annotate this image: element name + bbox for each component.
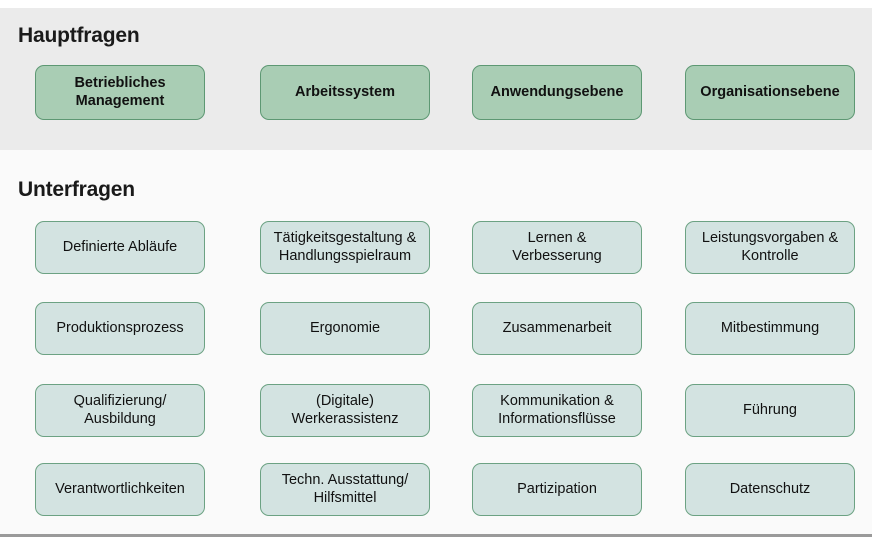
hauptfrage-label: Arbeitssystem (295, 83, 395, 100)
hauptfrage-label: Betriebliches Management (74, 75, 166, 109)
unterfrage-label: Definierte Abläufe (62, 238, 178, 255)
hauptfrage-box-arbeitssystem[interactable]: Arbeitssystem (260, 65, 430, 120)
unterfrage-box-r1c2[interactable]: Tätigkeitsgestaltung & Handlungsspielrau… (260, 221, 430, 274)
unterfrage-label: Produktionsprozess (56, 319, 184, 336)
unterfrage-label: Qualifizierung/ Ausbildung (73, 393, 167, 427)
unterfrage-box-r2c3[interactable]: Zusammenarbeit (472, 302, 642, 355)
unterfrage-box-r3c1[interactable]: Qualifizierung/ Ausbildung (35, 384, 205, 437)
unterfrage-label: Techn. Ausstattung/ Hilfsmittel (281, 472, 409, 506)
hauptfrage-box-anwendungsebene[interactable]: Anwendungsebene (472, 65, 642, 120)
hauptfrage-box-betriebliches-management[interactable]: Betriebliches Management (35, 65, 205, 120)
unterfrage-label: Ergonomie (309, 319, 381, 336)
unterfrage-label: Leistungsvorgaben & Kontrolle (701, 230, 839, 264)
unterfrage-box-r2c4[interactable]: Mitbestimmung (685, 302, 855, 355)
unterfrage-label: Lernen & Verbesserung (512, 230, 602, 264)
unterfrage-label: Mitbestimmung (720, 319, 820, 336)
hauptfrage-label: Organisationsebene (700, 83, 840, 100)
unterfrage-box-r3c2[interactable]: (Digitale) Werkerassistenz (260, 384, 430, 437)
unterfrage-box-r4c3[interactable]: Partizipation (472, 463, 642, 516)
unterfrage-label: Zusammenarbeit (502, 319, 612, 336)
unterfrage-box-r4c1[interactable]: Verantwortlichkeiten (35, 463, 205, 516)
hauptfragen-title: Hauptfragen (18, 24, 140, 47)
unterfrage-box-r3c3[interactable]: Kommunikation & Informationsflüsse (472, 384, 642, 437)
unterfrage-label: Partizipation (517, 480, 597, 497)
unterfrage-label: Führung (742, 401, 797, 418)
unterfrage-box-r1c4[interactable]: Leistungsvorgaben & Kontrolle (685, 221, 855, 274)
unterfrage-label: (Digitale) Werkerassistenz (291, 393, 399, 427)
unterfrage-box-r3c4[interactable]: Führung (685, 384, 855, 437)
unterfrage-box-r1c1[interactable]: Definierte Abläufe (35, 221, 205, 274)
unterfrage-label: Verantwortlichkeiten (55, 480, 185, 497)
unterfrage-box-r1c3[interactable]: Lernen & Verbesserung (472, 221, 642, 274)
unterfrage-box-r2c2[interactable]: Ergonomie (260, 302, 430, 355)
hauptfrage-label: Anwendungsebene (490, 83, 624, 100)
hauptfrage-box-organisationsebene[interactable]: Organisationsebene (685, 65, 855, 120)
unterfrage-label: Tätigkeitsgestaltung & Handlungsspielrau… (273, 230, 417, 264)
unterfrage-label: Kommunikation & Informationsflüsse (498, 393, 616, 427)
unterfrage-box-r2c1[interactable]: Produktionsprozess (35, 302, 205, 355)
unterfrage-box-r4c4[interactable]: Datenschutz (685, 463, 855, 516)
unterfragen-title: Unterfragen (18, 178, 135, 201)
unterfrage-box-r4c2[interactable]: Techn. Ausstattung/ Hilfsmittel (260, 463, 430, 516)
bottom-divider (0, 534, 872, 537)
unterfrage-label: Datenschutz (729, 480, 811, 497)
